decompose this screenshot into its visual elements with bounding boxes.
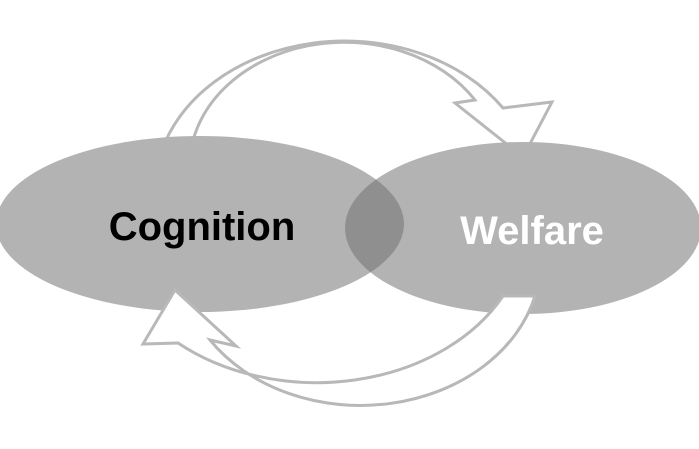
cognition-ellipse (0, 136, 404, 312)
cognition-label: Cognition (109, 205, 296, 249)
welfare-label: Welfare (460, 209, 604, 253)
bottom-cycle-arrow (140, 287, 538, 407)
welfare-ellipse (345, 142, 699, 314)
